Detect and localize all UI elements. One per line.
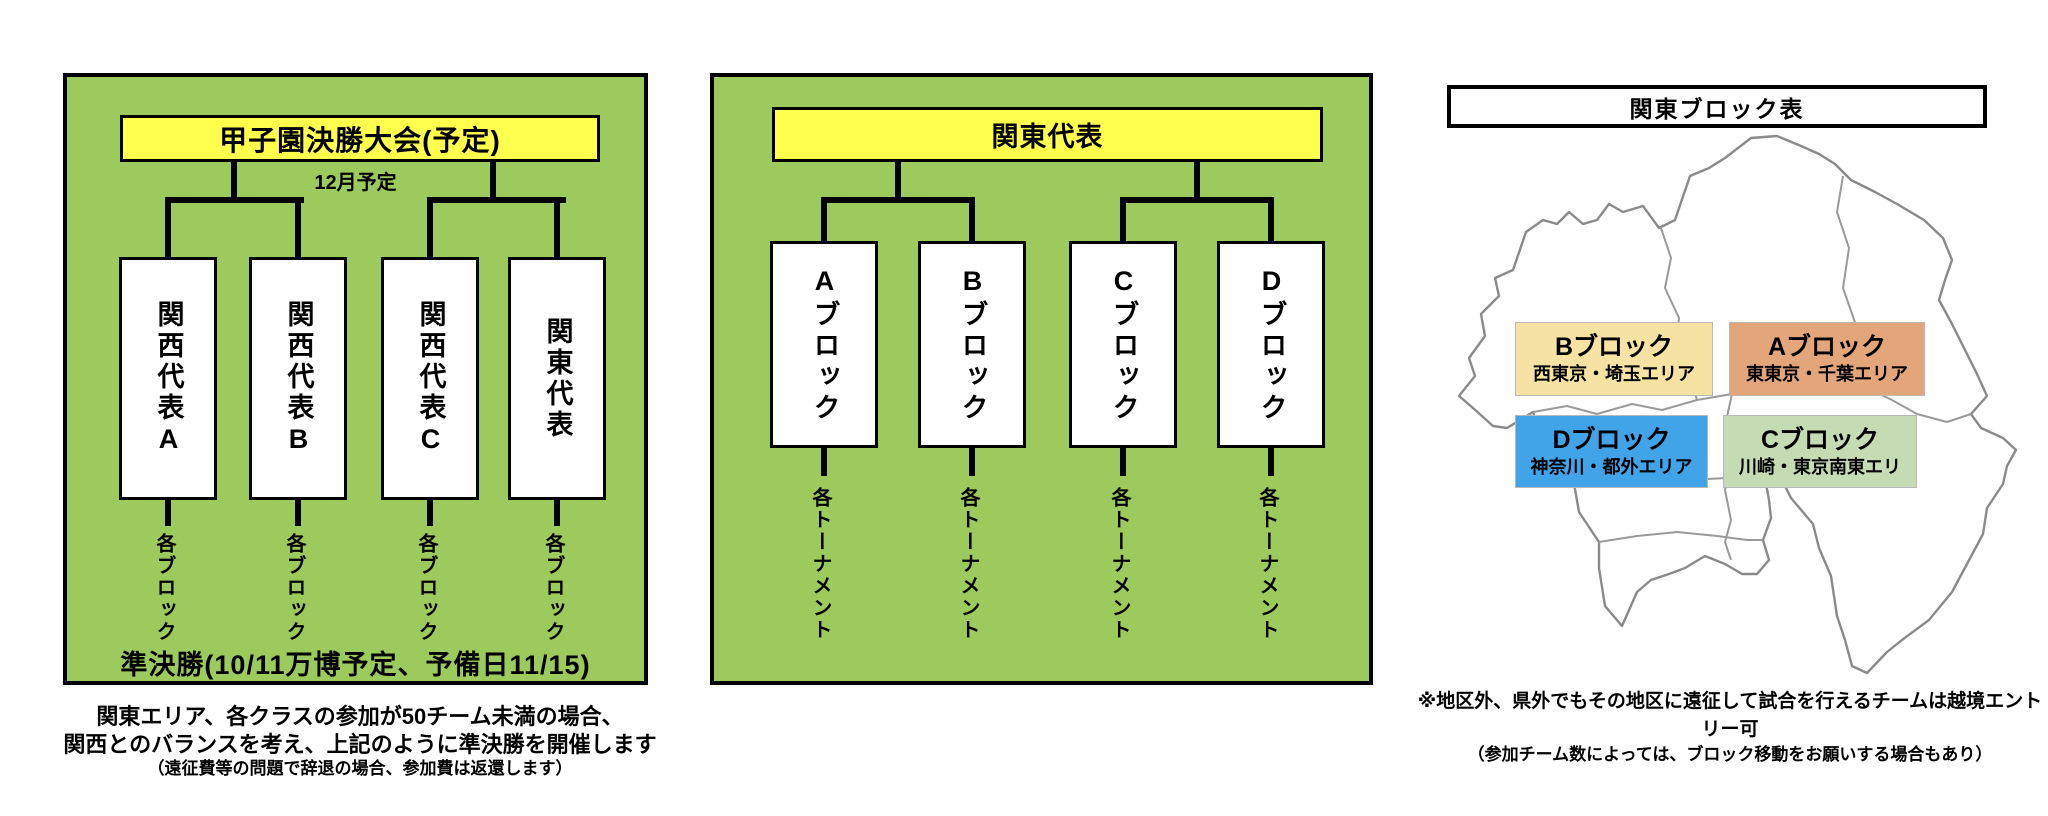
block-name: Dブロック bbox=[1552, 425, 1671, 454]
feeder-label: 各トーナメント bbox=[1256, 487, 1278, 641]
feeder-label: 各トーナメント bbox=[957, 487, 979, 641]
semifinal-note: 準決勝(10/11万博予定、予備日11/15) bbox=[120, 650, 591, 680]
connector-line bbox=[165, 197, 171, 257]
connector-line bbox=[969, 448, 975, 476]
team-box-label: 関西代表В bbox=[283, 299, 314, 458]
final-date-note: 12月予定 bbox=[314, 172, 397, 194]
map-footnote-line-2: （参加チーム数によっては、ブロック移動をお願いする場合もあり） bbox=[1467, 745, 1993, 765]
left-panel-caption: 関東エリア、各クラスの参加が50チーム未満の場合、 関西とのバランスを考え、上記… bbox=[30, 703, 690, 779]
caption-line-2: 関西とのバランスを考え、上記のように準決勝を開催します bbox=[63, 731, 657, 757]
connector-line bbox=[427, 197, 566, 203]
map-title-box: 関東ブロック表 bbox=[1447, 85, 1987, 128]
kanto-title-box: 関東代表 bbox=[772, 107, 1323, 162]
team-box-label: 関西代表А bbox=[153, 299, 184, 458]
connector-line bbox=[969, 197, 975, 244]
map-footnote-line-1: ※地区外、県外でもその地区に遠征して試合を行えるチームは越境エントリー可 bbox=[1417, 691, 2043, 740]
connector-line bbox=[1268, 448, 1274, 476]
caption-line-3: （遠征費等の問題で辞退の場合、参加費は返還します） bbox=[147, 759, 573, 778]
block-name: Cブロック bbox=[1760, 425, 1880, 454]
feeder-label: 各ブロック bbox=[542, 533, 564, 643]
team-box-label: 関東代表 bbox=[542, 316, 573, 441]
connector-line bbox=[295, 197, 301, 257]
connector-line bbox=[1268, 197, 1274, 244]
map-block-d-label: Dブロック 神奈川・都外エリア bbox=[1515, 415, 1708, 488]
team-box-label: 関西代表С bbox=[415, 299, 446, 458]
team-box-kansai-c: 関西代表С bbox=[381, 257, 479, 500]
block-area: 川崎・東京南東エリ bbox=[1739, 456, 1901, 477]
connector-line bbox=[554, 197, 560, 257]
connector-line bbox=[490, 160, 496, 200]
team-box-kanto: 関東代表 bbox=[508, 257, 606, 500]
block-name: Bブロック bbox=[1554, 333, 1674, 362]
connector-line bbox=[1194, 160, 1200, 200]
connector-line bbox=[231, 160, 237, 200]
map-block-b-label: Bブロック 西東京・埼玉エリア bbox=[1515, 322, 1713, 396]
block-box-label: Вブロック bbox=[957, 265, 988, 424]
connector-line bbox=[165, 197, 304, 203]
connector-line bbox=[895, 160, 901, 200]
feeder-label: 各ブロック bbox=[415, 533, 437, 643]
map-footnote: ※地区外、県外でもその地区に遠征して試合を行えるチームは越境エントリー可 （参加… bbox=[1415, 688, 2045, 768]
kanto-region-map bbox=[1457, 134, 2018, 675]
block-area: 西東京・埼玉エリア bbox=[1533, 364, 1695, 385]
caption-line-1: 関東エリア、各クラスの参加が50チーム未満の場合、 bbox=[96, 704, 624, 729]
map-block-a-label: Aブロック 東東京・千葉エリア bbox=[1729, 322, 1925, 396]
connector-line bbox=[427, 197, 433, 257]
block-box-b: Вブロック bbox=[918, 241, 1026, 448]
connector-line bbox=[554, 500, 560, 526]
team-box-kansai-a: 関西代表А bbox=[119, 257, 217, 500]
connector-line bbox=[165, 500, 171, 526]
connector-line bbox=[295, 500, 301, 526]
kanto-outline bbox=[1457, 134, 2018, 675]
block-box-label: Dブロック bbox=[1256, 265, 1287, 424]
block-box-d: Dブロック bbox=[1217, 241, 1325, 448]
block-area: 神奈川・都外エリア bbox=[1530, 456, 1693, 477]
block-area: 東東京・千葉エリア bbox=[1746, 364, 1908, 385]
block-name: Aブロック bbox=[1767, 333, 1887, 362]
connector-line bbox=[821, 197, 975, 203]
final-title-box: 甲子園決勝大会(予定) bbox=[120, 115, 600, 162]
block-box-a: Аブロック bbox=[770, 241, 878, 448]
feeder-label: 各ブロック bbox=[153, 533, 175, 643]
block-box-c: Сブロック bbox=[1069, 241, 1177, 448]
feeder-label: 各トーナメント bbox=[1108, 487, 1130, 641]
block-box-label: Аブロック bbox=[809, 265, 840, 424]
team-box-kansai-b: 関西代表В bbox=[249, 257, 347, 500]
map-block-c-label: Cブロック 川崎・東京南東エリ bbox=[1723, 415, 1917, 488]
feeder-label: 各ブロック bbox=[283, 533, 305, 643]
block-box-label: Сブロック bbox=[1108, 265, 1139, 424]
connector-line bbox=[1120, 448, 1126, 476]
connector-line bbox=[427, 500, 433, 526]
connector-line bbox=[821, 197, 827, 244]
connector-line bbox=[1120, 197, 1126, 244]
feeder-label: 各トーナメント bbox=[809, 487, 831, 641]
connector-line bbox=[821, 448, 827, 476]
connector-line bbox=[1120, 197, 1274, 203]
